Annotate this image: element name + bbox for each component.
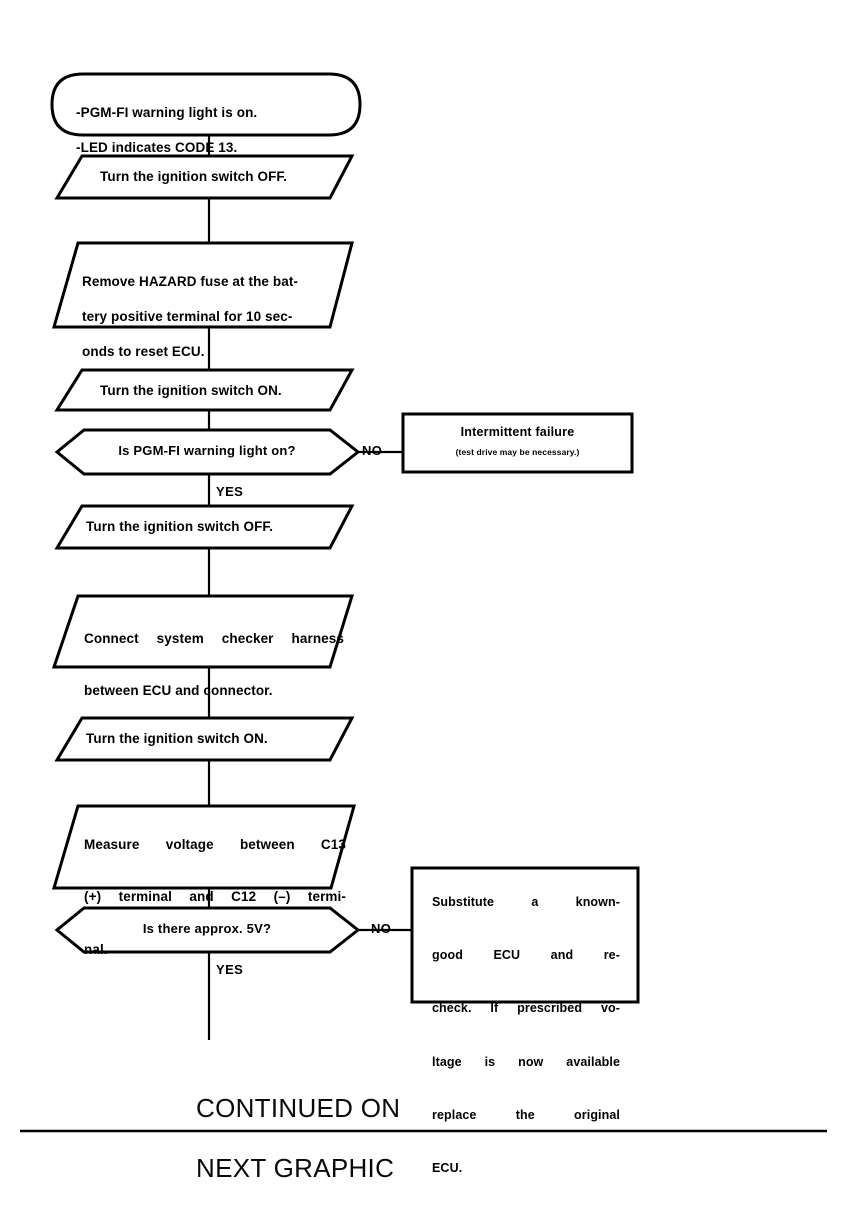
shape-decision-1 (54, 428, 361, 476)
shape-process-step7 (51, 804, 356, 890)
result2-line-5: replace the original (432, 1107, 620, 1122)
shape-process-step2 (52, 241, 354, 329)
shape-process-step6 (54, 716, 355, 762)
process-step3-label: Turn the ignition switch ON. (100, 383, 282, 398)
result2-line-1: Substitute a known- (432, 894, 620, 909)
start-line-1: -PGM-FI warning light is on. (76, 104, 258, 120)
branch-label-yes-2: YES (216, 962, 244, 977)
step2-line-2: tery positive terminal for 10 sec- (82, 308, 293, 324)
decision-1-label: Is PGM-FI warning light on? (118, 443, 296, 458)
result2-line-6: ECU. (432, 1161, 463, 1175)
result-1-title: Intermittent failure (460, 425, 575, 439)
branch-label-no-2: NO (371, 921, 392, 936)
decision-2-label: Is there approx. 5V? (142, 921, 272, 936)
process-step4-label: Turn the ignition switch OFF. (86, 519, 274, 534)
terminator-start-label: -PGM-FI warning light is on. -LED indica… (76, 86, 346, 156)
process-step2-label: Remove HAZARD fuse at the bat- tery posi… (82, 255, 344, 360)
step7-line-1: Measure voltage between C13 (84, 836, 346, 852)
footer-continued-note: CONTINUED ON NEXT GRAPHIC (196, 1064, 616, 1184)
shape-result-substitute-ecu (410, 866, 640, 1004)
step2-line-1: Remove HAZARD fuse at the bat- (82, 273, 299, 289)
process-step5-label: Connect system checker harness between E… (84, 612, 344, 717)
result-2-label: Substitute a known- good ECU and re- che… (432, 876, 620, 1196)
connector-lines (207, 135, 412, 1040)
shape-result-intermittent-failure (401, 412, 634, 474)
result2-line-4: ltage is now available (432, 1054, 620, 1069)
footer-line-1: CONTINUED ON (196, 1092, 401, 1123)
process-step7-label: Measure voltage between C13 (+) terminal… (84, 818, 346, 976)
result-1-subtitle: (test drive may be necessary.) (455, 447, 580, 457)
shape-process-step3 (54, 368, 355, 412)
shape-terminator-start (50, 72, 362, 137)
step5-line-2: between ECU and connector. (84, 683, 273, 699)
branch-label-no-1: NO (362, 443, 383, 458)
process-step6-label: Turn the ignition switch ON. (86, 731, 268, 746)
step7-line-2: (+) terminal and C12 (–) termi- (84, 889, 346, 905)
step2-line-3: onds to reset ECU. (82, 343, 205, 359)
start-line-2: -LED indicates CODE 13. (76, 139, 238, 155)
shape-process-step5 (51, 594, 355, 669)
result2-line-3: check. If prescribed vo- (432, 1001, 620, 1016)
shape-decision-2 (54, 906, 361, 954)
shape-process-step4 (54, 504, 355, 550)
process-step1-label: Turn the ignition switch OFF. (100, 169, 288, 184)
shape-process-step1 (54, 154, 355, 200)
step5-line-1: Connect system checker harness (84, 630, 344, 646)
step7-line-3: nal. (84, 941, 108, 957)
result2-line-2: good ECU and re- (432, 948, 620, 962)
branch-label-yes-1: YES (216, 484, 244, 499)
footer-line-2: NEXT GRAPHIC (196, 1152, 395, 1183)
